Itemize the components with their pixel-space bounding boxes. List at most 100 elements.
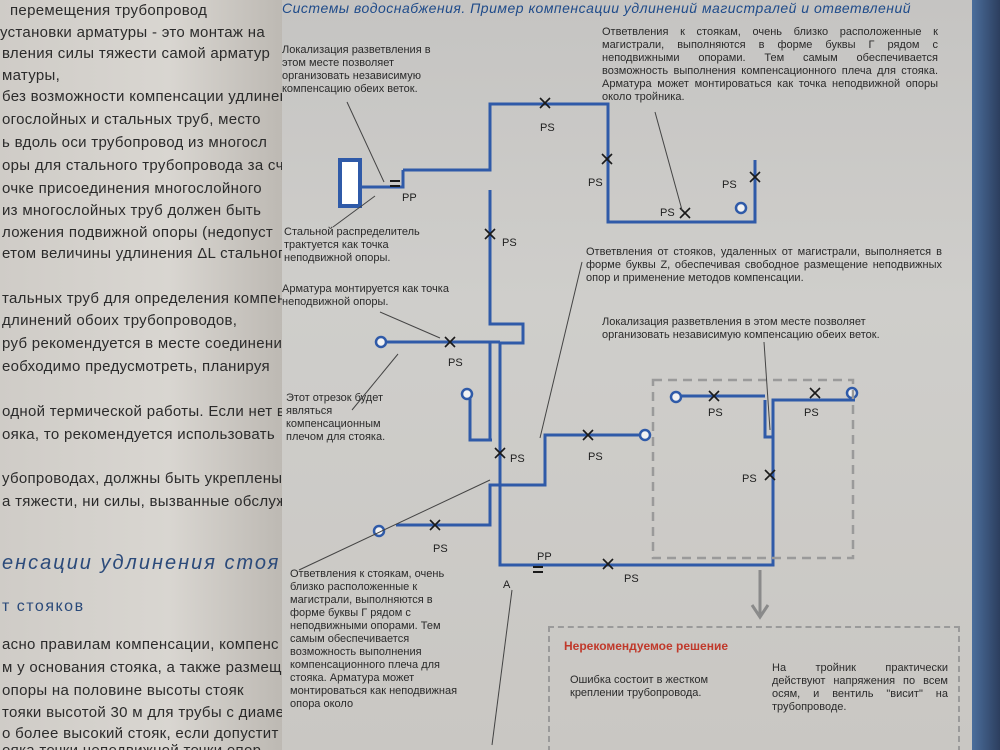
pipe-end-icon [638,428,652,442]
leader-line [763,341,771,431]
pp-label: PP [537,551,552,563]
ps-label: PS [624,573,639,585]
left-line: установки арматуры - это монтаж на [0,24,265,41]
pipe-endpoints [372,201,859,538]
page-header: Системы водоснабжения. Пример компенсаци… [282,0,972,18]
z-branch [500,433,645,487]
left-page: перемещения трубопровод установки армату… [0,0,282,750]
left-line: оры для стального трубопровода за сч [2,157,282,174]
left-line: руб рекомендуется в месте соединения [2,335,282,352]
ps-label: PS [448,357,463,369]
leader-line [539,261,583,439]
pipe-end-icon [734,201,748,215]
left-line: ояка, то рекомендуется использовать [2,426,275,443]
left-line: убопроводах, должны быть укреплены [2,470,282,487]
ps-label: PS [510,453,525,465]
annotation-tee: На тройник практически действуют напряже… [772,662,948,713]
fixed-support-icon [582,429,594,441]
fixed-support-icon [494,447,506,459]
left-line: тояки высотой 30 м для трубы с диамет [2,704,282,721]
ps-label: PS [660,207,675,219]
left-line: етом величины удлинения ΔL стального тру… [2,245,282,262]
tee-piece [763,400,773,439]
ps-label: PS [588,177,603,189]
a-label: A [503,579,511,591]
fixed-support-icon [484,228,496,240]
steel-distributor-icon [338,158,362,208]
fixed-support-icon [708,390,720,402]
pipe-end-icon [669,390,683,404]
ps-label: PS [804,407,819,419]
right-page: Системы водоснабжения. Пример компенсаци… [282,0,972,750]
not-recommended-title: Нерекомендуемое решение [564,639,728,653]
pp-label: PP [402,192,417,204]
distributor-link [361,170,405,189]
annotation-error: Ошибка состоит в жестком креплении трубо… [570,674,709,699]
leader-lines [298,101,771,746]
left-line: длинений обоих трубопроводов, [2,312,238,329]
left-line: асно правилам компенсации, компенс [2,636,279,653]
left-line: ояка точки неподвижной точки опор [2,742,261,750]
fixed-support-icon [749,171,761,183]
diagram-labels: PS PS PS PS PS PS PS PS PS PS PS PS PS P… [402,122,819,591]
pipe-network [361,102,855,567]
ps-label: PS [742,473,757,485]
left-line: а тяжести, ни силы, вызванные обслуж [2,493,282,510]
pipe-end-icon [460,387,474,401]
ps-label: PS [433,543,448,555]
fixed-support-icon [764,469,776,481]
left-line: без возможности компенсации удлинения [2,88,282,105]
annotation-riser-bottom: Ответвления к стоякам, очень близко расп… [290,568,458,710]
left-line: ложения подвижной опоры (недопуст [2,224,274,241]
main-bottom [498,398,855,567]
left-line: очке присоединения многослойного [2,180,262,197]
not-recommended-box: Нерекомендуемое решение Ошибка состоит в… [548,626,960,750]
left-line: о более высокий стояк, если допустит [2,725,279,742]
leader-line [298,479,491,571]
pipe-end-icon [374,335,388,349]
book-edge [972,0,1000,750]
leader-line [491,589,513,746]
ps-markers [429,97,821,570]
dashed-zone [651,378,855,560]
sliding-support-icon [533,566,543,573]
sliding-support-icon [390,180,400,187]
annotation-armature: Арматура монтируется как точка неподвижн… [282,283,449,308]
fixed-support-icon [539,97,551,109]
branch-riser-left [468,398,492,442]
ps-label: PS [588,451,603,463]
fixed-support-icon [444,336,456,348]
leader-line [332,195,376,228]
top-route [403,102,740,224]
fixed-support-icon [429,519,441,531]
subsection-heading: т стояков [2,598,85,615]
leader-line [379,311,441,339]
left-line: вления силы тяжести самой арматур [2,45,271,62]
left-line: огослойных и стальных труб, место [2,111,261,128]
ps-label: PS [540,122,555,134]
down-arrow-icon [750,570,770,620]
left-line: одной термической работы. Если нет возм [2,403,282,420]
fixed-support-icon [601,153,613,165]
ps-label: PS [722,179,737,191]
leader-line [351,353,399,411]
top-riser [740,160,757,224]
annotation-localization-2: Локализация разветвления в этом месте по… [602,316,880,341]
annotation-z-branch: Ответвления от стояков, удаленных от маг… [586,246,942,284]
fixed-support-icon [809,387,821,399]
annotation-steel-distributor: Стальной распределитель трактуется как т… [284,226,420,264]
left-line: тальных труб для определения компенс [2,290,282,307]
left-line: еобходимо предусмотреть, планируя [2,358,270,375]
left-line: м у основания стояка, а также размещ [2,659,282,676]
left-line: матуры, [2,67,61,84]
annotation-segment: Этот отрезок будет являться компенсацион… [286,392,386,443]
section-heading: енсации удлинения стоя [2,552,281,574]
leader-line [654,111,683,211]
pp-markers [390,180,543,573]
left-line: перемещения трубопровод [10,2,208,19]
left-line: из многослойных труб должен быть [2,202,262,219]
page-title: Системы водоснабжения. Пример компенсаци… [282,0,912,16]
annotation-riser-top: Ответвления к стоякам, очень близко расп… [602,26,938,103]
left-line: опоры на половине высоты стояк [2,682,244,699]
